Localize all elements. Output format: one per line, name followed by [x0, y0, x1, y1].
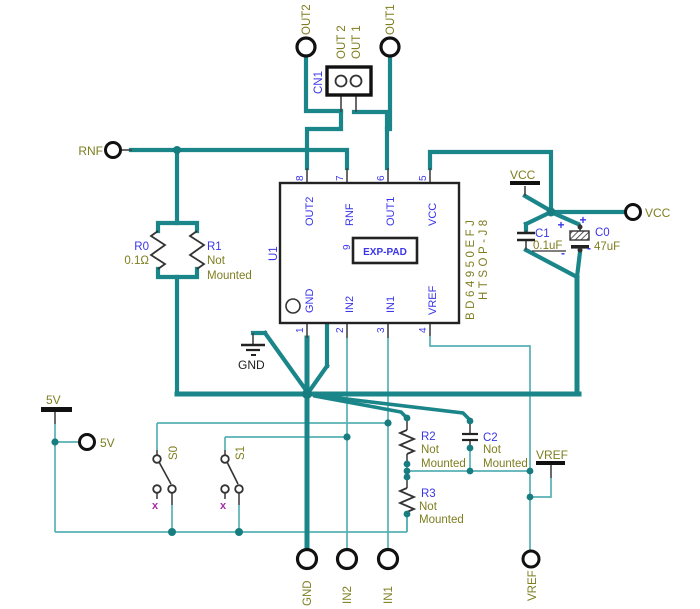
- r0-value-label: 0.1Ω: [124, 255, 149, 267]
- pin1-number: 1: [295, 327, 306, 333]
- ic-u1[interactable]: [278, 181, 461, 325]
- pin7-number: 7: [335, 175, 346, 181]
- r1-note1-label: Not: [207, 255, 226, 267]
- s0-no-connect-mark: x: [152, 500, 159, 512]
- terminal-out1-label: OUT1: [385, 4, 397, 35]
- terminal-vcc[interactable]: [624, 203, 642, 221]
- r0-refdes-label: R0: [134, 241, 149, 253]
- terminal-gnd[interactable]: [295, 547, 319, 571]
- s1-label: S1: [235, 446, 247, 460]
- terminal-5v[interactable]: [78, 433, 96, 451]
- cn1-pin2-circle: [334, 74, 348, 88]
- c0-minus-mark: -: [587, 241, 591, 255]
- c1-refdes-label: C1: [535, 228, 550, 240]
- ic-pin-label-vref: VREF: [427, 285, 439, 315]
- vcc-power-bar: [510, 181, 540, 185]
- ic-package-label: HTSOP-J8: [478, 216, 490, 300]
- c2-note1-label: Not: [483, 444, 502, 456]
- terminal-gnd-label: GND: [302, 580, 314, 606]
- cn1-pin2-label: OUT 2: [336, 25, 348, 59]
- c1-value-label: 0.1uF: [533, 240, 562, 252]
- 5v-power-label: 5V: [46, 393, 61, 407]
- pin-stubs: [54, 87, 581, 514]
- terminal-rnf-label: RNF: [78, 144, 103, 158]
- cn1-pin1-label: OUT 1: [351, 25, 363, 59]
- cn1-body[interactable]: [325, 65, 373, 97]
- gnd-earth-symbol: [241, 343, 265, 356]
- r3-note2-label: Mounted: [419, 514, 464, 526]
- resistor-r0[interactable]: [149, 230, 167, 270]
- r3-refdes-label: R3: [421, 488, 436, 500]
- s1-no-connect-mark: x: [220, 500, 227, 512]
- terminal-out2-label: OUT2: [301, 4, 313, 35]
- ic-part-label: BD64950EFJ: [465, 217, 477, 320]
- c1-plus-mark: +: [557, 218, 564, 232]
- r2-refdes-label: R2: [421, 431, 436, 443]
- terminal-out1[interactable]: [379, 36, 401, 58]
- connector-cn1[interactable]: [325, 65, 373, 97]
- terminal-in1-label: IN1: [383, 586, 395, 604]
- terminal-vref-label: VREF: [527, 570, 539, 601]
- ic-pin-label-out1: OUT1: [385, 197, 397, 226]
- c0-refdes-label: C0: [595, 227, 610, 239]
- c0-value-label: 47uF: [594, 241, 620, 253]
- wires-bus: [174, 275, 582, 552]
- c0-plus-mark: +: [579, 213, 586, 227]
- capacitor-c1[interactable]: [517, 231, 535, 242]
- resistor-r1[interactable]: [188, 230, 206, 270]
- vref-power-label: VREF: [536, 448, 568, 462]
- r2-note2-label: Mounted: [421, 458, 466, 470]
- ic-pin-label-vcc: VCC: [427, 203, 439, 226]
- terminal-vcc-label: VCC: [645, 206, 671, 220]
- pin2-number: 2: [335, 327, 346, 333]
- cn1-refdes-label: CN1: [313, 71, 325, 94]
- r3-note1-label: Not: [419, 501, 438, 513]
- terminal-5v-label: 5V: [100, 436, 115, 450]
- pin4-number: 4: [418, 327, 429, 333]
- r2-note1-label: Not: [421, 444, 440, 456]
- wires-thin: [54, 336, 552, 551]
- r1-refdes-label: R1: [207, 241, 222, 253]
- ic-pin-label-in1: IN1: [385, 296, 397, 313]
- capacitor-c2[interactable]: [462, 432, 478, 442]
- ic-pin-label-in2: IN2: [344, 296, 356, 313]
- pin5-number: 5: [418, 175, 429, 181]
- terminal-out2[interactable]: [295, 36, 317, 58]
- ic-pin1-marker: [285, 298, 301, 314]
- terminals: [78, 36, 642, 571]
- ic-pin-label-gnd: GND: [304, 289, 316, 314]
- resistor-r2[interactable]: [397, 429, 417, 455]
- terminal-vref[interactable]: [521, 549, 541, 569]
- gnd-symbol-label: GND: [238, 358, 265, 372]
- resistor-r3[interactable]: [397, 487, 417, 513]
- terminal-rnf[interactable]: [104, 141, 122, 159]
- c1-minus-mark: -: [561, 246, 565, 260]
- pin8-number: 8: [295, 175, 306, 181]
- terminal-in2[interactable]: [335, 547, 359, 571]
- pin3-number: 3: [376, 327, 387, 333]
- vcc-power-label: VCC: [510, 168, 536, 182]
- power-bars: [41, 181, 565, 465]
- junction-dots: [51, 146, 583, 536]
- vref-power-bar: [536, 461, 565, 465]
- r1-note2-label: Mounted: [207, 270, 252, 282]
- exp-pad-label: EXP-PAD: [363, 247, 407, 258]
- ic-pin-label-out2: OUT2: [304, 197, 316, 226]
- pin6-number: 6: [376, 175, 387, 181]
- switch-s0[interactable]: [152, 454, 177, 494]
- c2-note2-label: Mounted: [483, 458, 528, 470]
- s0-label: S0: [168, 446, 180, 460]
- terminal-in1[interactable]: [376, 547, 400, 571]
- switch-s1[interactable]: [220, 454, 244, 494]
- pin9-number: 9: [342, 244, 353, 250]
- capacitor-c0[interactable]: [569, 230, 590, 249]
- 5v-power-bar: [41, 407, 72, 412]
- terminal-in2-label: IN2: [342, 586, 354, 604]
- ic-pin-label-rnf: RNF: [344, 203, 356, 226]
- cn1-pin1-circle: [349, 74, 363, 88]
- ic-refdes-label: U1: [268, 246, 280, 261]
- c2-refdes-label: C2: [483, 432, 498, 444]
- exp-pad-box[interactable]: [351, 236, 419, 265]
